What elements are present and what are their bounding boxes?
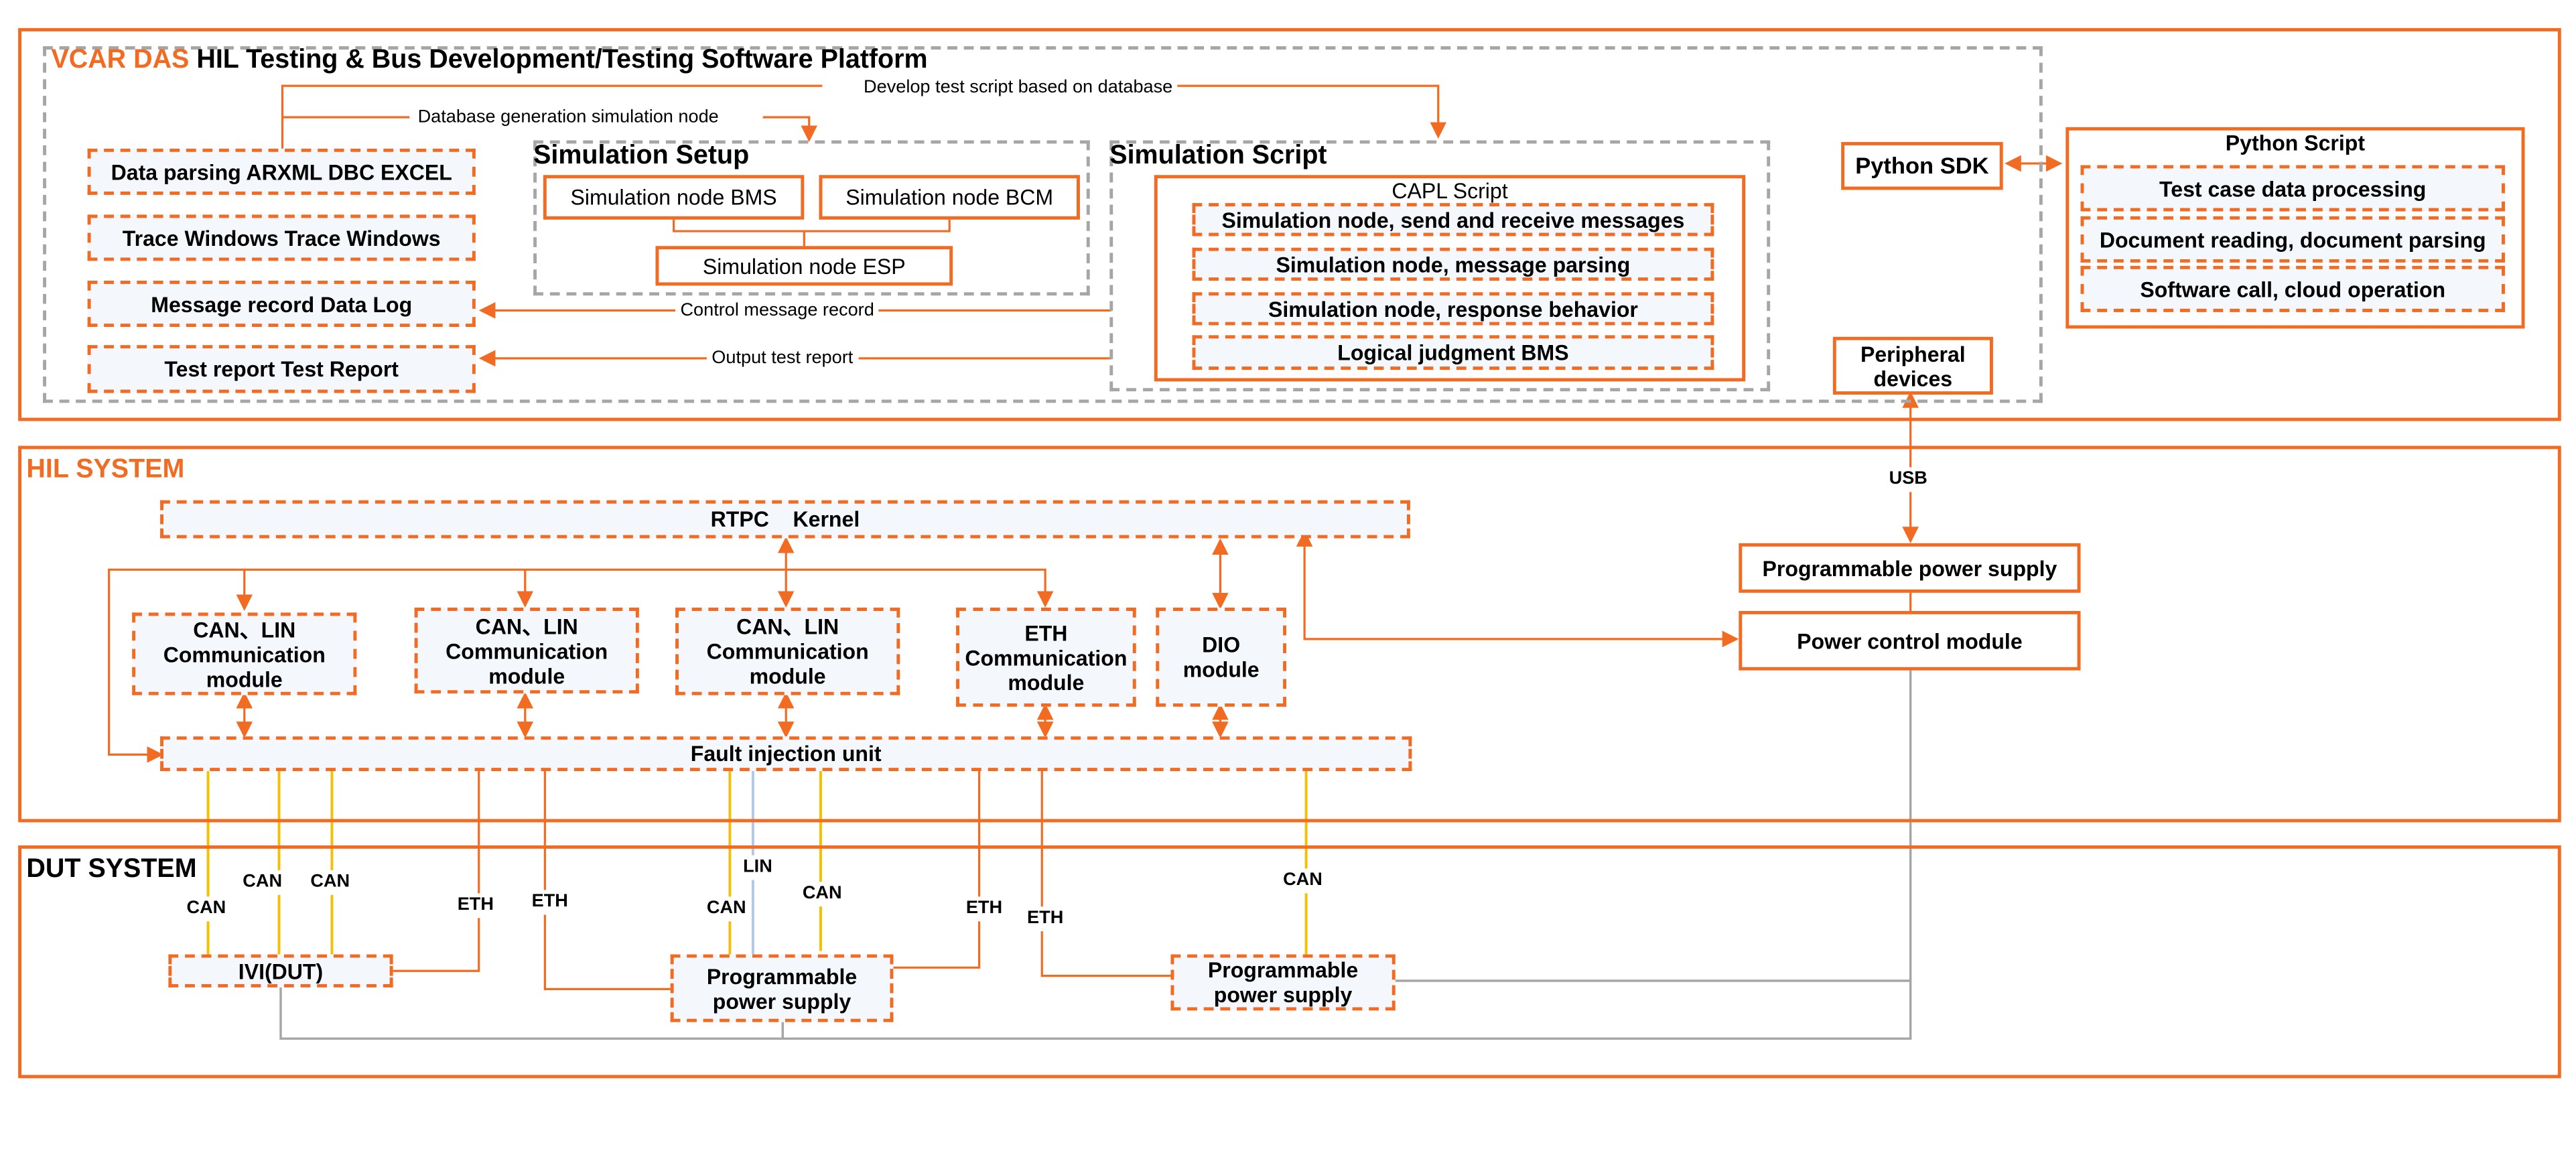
rtpc-power-control-link	[1296, 530, 1739, 648]
eth-line-4	[1040, 769, 1171, 977]
dut-programmable-power-supply-2[interactable]: Programmable power supply	[1170, 954, 1396, 1011]
capl-script-title: CAPL Script	[1392, 178, 1508, 204]
sim-node-esp[interactable]: Simulation node ESP	[655, 246, 953, 286]
db-generation-label: Database generation simulation node	[413, 107, 724, 129]
bus-label-can-2: CAN	[243, 870, 283, 895]
can-lin-module-3[interactable]: CAN、LIN Communication module	[675, 608, 900, 695]
software-platform-panel	[18, 27, 2561, 421]
platform-brand: VCAR DAS	[51, 46, 190, 74]
rtpc-kernel-box[interactable]: RTPC Kernel	[160, 500, 1410, 539]
bus-label-can-3: CAN	[310, 870, 350, 895]
data-parsing-box[interactable]: Data parsing ARXML DBC EXCEL	[87, 148, 476, 195]
simulation-script-panel	[1109, 140, 1771, 392]
hil-system-panel	[18, 446, 2561, 823]
capl-item-send-receive[interactable]: Simulation node, send and receive messag…	[1192, 203, 1714, 236]
rtpc-bus	[108, 537, 795, 763]
develop-script-label: Develop test script based on database	[858, 77, 1178, 99]
test-report-box[interactable]: Test report Test Report	[87, 345, 476, 393]
bus-label-can-1: CAN	[186, 896, 226, 922]
bus-label-can-6: CAN	[1283, 868, 1323, 894]
hil-programmable-power-supply[interactable]: Programmable power supply	[1739, 543, 2081, 593]
rtpc-to-mod4	[786, 568, 1054, 608]
eth-module[interactable]: ETH Communication module	[956, 608, 1136, 707]
python-item-software-call[interactable]: Software call, cloud operation	[2080, 265, 2505, 312]
db-generation-line-right	[762, 116, 818, 142]
dio-module[interactable]: DIO module	[1156, 608, 1287, 707]
peripheral-devices-box[interactable]: Peripheral devices	[1832, 336, 1993, 395]
message-record-box[interactable]: Message record Data Log	[87, 280, 476, 328]
python-item-document[interactable]: Document reading, document parsing	[2080, 216, 2505, 263]
python-script-title: Python Script	[2225, 130, 2366, 155]
platform-dashed-area	[43, 46, 2043, 403]
platform-title: VCAR DAS HIL Testing & Bus Development/T…	[51, 46, 927, 76]
fault-injection-unit[interactable]: Fault injection unit	[160, 736, 1412, 772]
eth-line-3	[893, 769, 981, 969]
bus-label-eth-3: ETH	[965, 896, 1003, 922]
capl-item-message-parsing[interactable]: Simulation node, message parsing	[1192, 247, 1714, 281]
capl-item-logical-judgment[interactable]: Logical judgment BMS	[1192, 335, 1714, 370]
bus-label-eth-1: ETH	[457, 893, 494, 918]
bus-label-eth-2: ETH	[531, 890, 568, 915]
python-sdk-box[interactable]: Python SDK	[1841, 141, 2003, 190]
simulation-script-title: Simulation Script	[1109, 141, 1327, 170]
eth-line-1	[393, 769, 480, 972]
sim-node-bcm[interactable]: Simulation node BCM	[819, 175, 1080, 220]
bus-label-can-4: CAN	[706, 896, 746, 922]
power-bus-line	[279, 669, 1912, 1040]
eth-line-2	[543, 769, 671, 990]
sim-node-bms[interactable]: Simulation node BMS	[543, 175, 805, 220]
bus-label-can-5: CAN	[802, 882, 842, 907]
simulation-setup-panel	[533, 140, 1090, 296]
trace-windows-box[interactable]: Trace Windows Trace Windows	[87, 214, 476, 261]
platform-title-text: HIL Testing & Bus Development/Testing So…	[196, 46, 928, 74]
power-control-module[interactable]: Power control module	[1739, 610, 2081, 671]
hil-system-title: HIL SYSTEM	[26, 456, 185, 484]
usb-label: USB	[1889, 467, 1927, 492]
dut-system-panel	[18, 845, 2561, 1079]
dut-programmable-power-supply-1[interactable]: Programmable power supply	[670, 954, 894, 1022]
simulation-setup-title: Simulation Setup	[533, 141, 750, 170]
output-report-label: Output test report	[706, 348, 858, 370]
bus-label-eth-4: ETH	[1027, 906, 1064, 932]
dut-system-title: DUT SYSTEM	[26, 855, 197, 884]
control-record-label: Control message record	[675, 300, 880, 322]
develop-script-line	[281, 84, 823, 149]
can-lin-module-1[interactable]: CAN、LIN Communication module	[132, 612, 357, 695]
develop-script-line-right	[1114, 84, 1447, 139]
capl-item-response-behavior[interactable]: Simulation node, response behavior	[1192, 292, 1714, 326]
sim-node-link	[672, 218, 951, 232]
can-lin-module-2[interactable]: CAN、LIN Communication module	[414, 608, 639, 694]
python-item-test-case[interactable]: Test case data processing	[2080, 165, 2505, 212]
bus-label-lin: LIN	[743, 855, 772, 880]
ivi-dut-box[interactable]: IVI(DUT)	[168, 954, 393, 987]
